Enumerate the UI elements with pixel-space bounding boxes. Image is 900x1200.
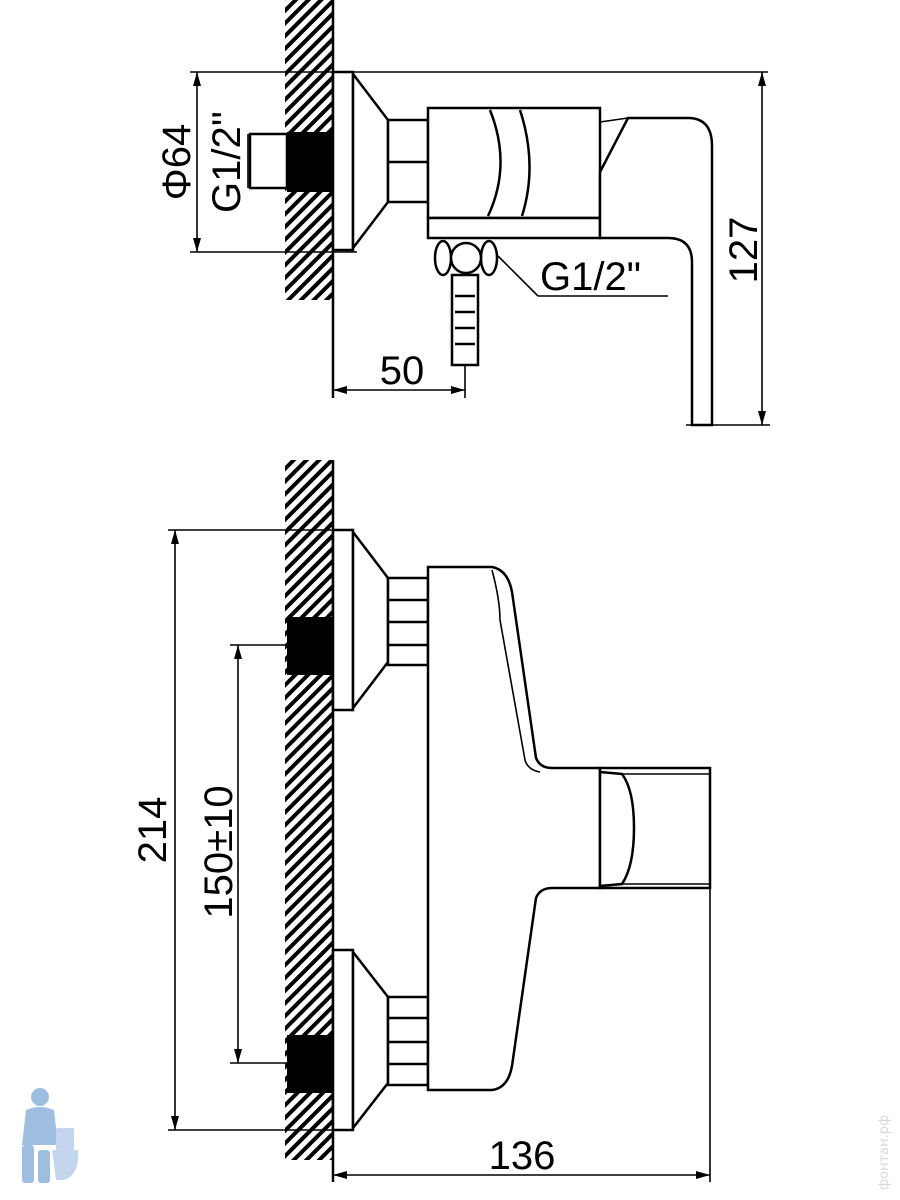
wall-inlet-block [287, 132, 333, 192]
inlet-pipe [248, 132, 289, 190]
dim-label-height: 127 [722, 217, 766, 284]
dim-label-flange-diameter: Φ64 [155, 124, 199, 200]
flange [331, 70, 355, 252]
lever-handle-front [598, 766, 712, 890]
escutcheon-cone [351, 70, 390, 252]
dim-label-inlet-spacing: 150±10 [197, 785, 241, 918]
hose-connector [450, 273, 480, 367]
mixer-body-front [426, 565, 602, 1092]
plumber-logo-icon [22, 1088, 79, 1183]
body-bottom-plate [426, 216, 602, 240]
dim-label-outlet-thread: G1/2" [540, 255, 641, 299]
lower-cone [351, 948, 390, 1132]
front-view: 214 150±10 136 [131, 460, 712, 1182]
dim-label-inlet-thread: G1/2'' [205, 111, 249, 213]
upper-cone [351, 528, 390, 712]
wall-inlet-block-upper [287, 617, 333, 675]
watermark-text: фонтан.рф [877, 1115, 892, 1190]
mixer-body [426, 106, 602, 220]
dim-label-outlet-offset: 50 [380, 349, 425, 393]
upper-flange [331, 528, 355, 712]
lever-handle [598, 116, 714, 427]
lower-flange [331, 948, 355, 1132]
outlet-fitting [449, 241, 483, 275]
dim-label-overall-height: 214 [131, 797, 175, 864]
wall-inlet-block-lower [287, 1035, 333, 1093]
dim-label-projection: 136 [489, 1134, 556, 1178]
side-view: Φ64 G1/2'' G1/2" 50 [155, 0, 770, 427]
